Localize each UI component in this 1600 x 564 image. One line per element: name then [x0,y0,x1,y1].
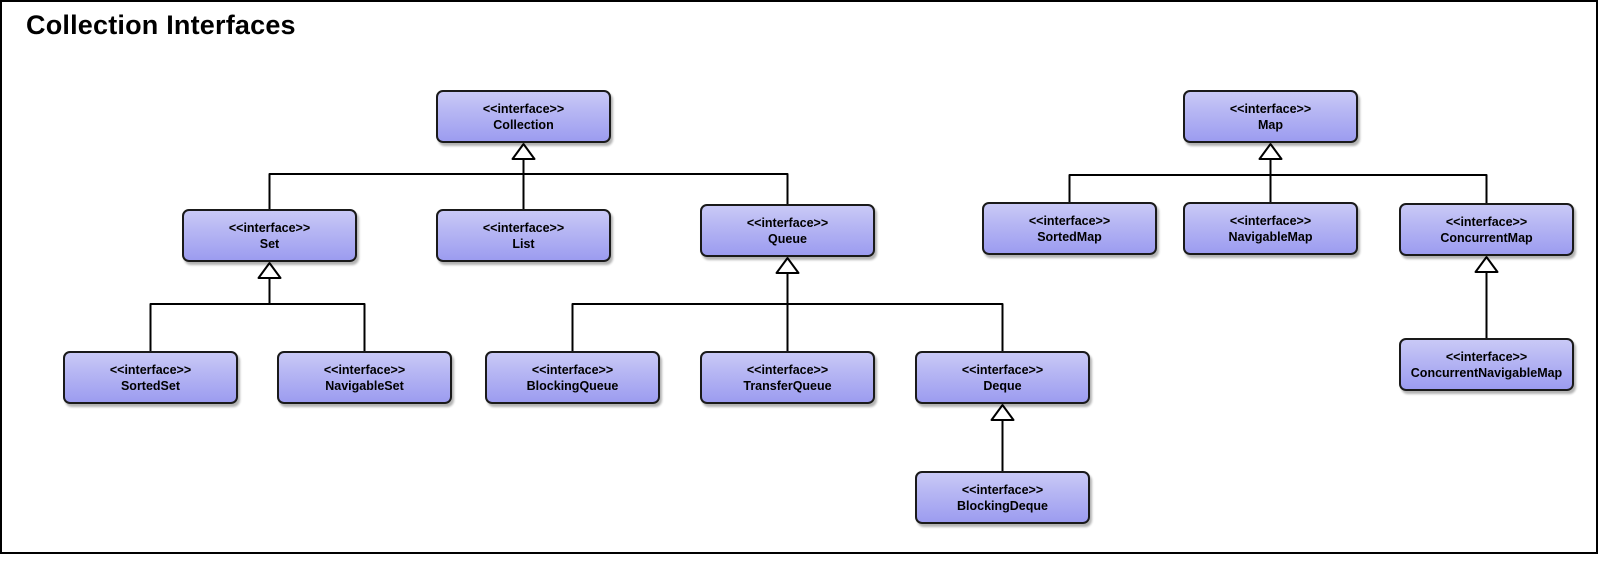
interface-stereotype: <<interface>> [482,101,565,116]
interface-stereotype: <<interface>> [1229,101,1312,116]
interface-stereotype: <<interface>> [323,362,406,377]
interface-name: BlockingDeque [957,498,1048,513]
interface-name: Deque [983,378,1022,393]
interface-stereotype: <<interface>> [531,362,614,377]
interface-name: TransferQueue [743,378,832,393]
interface-stereotype: <<interface>> [746,215,829,230]
inheritance-edge-set [149,278,366,351]
generalization-arrowhead-icon-deque [990,404,1015,421]
interface-node-deque[interactable]: <<interface>> Deque [915,351,1090,404]
interface-node-sortedmap[interactable]: <<interface>> SortedMap [982,202,1157,255]
interface-stereotype: <<interface>> [1229,213,1312,228]
interface-node-collection[interactable]: <<interface>> Collection [436,90,611,143]
interface-name: ConcurrentMap [1440,230,1533,245]
interface-name: BlockingQueue [526,378,619,393]
generalization-arrowhead-icon-concurrentmap [1474,256,1499,273]
diagram-title: Collection Interfaces [26,10,296,40]
interface-node-blockingdeque[interactable]: <<interface>> BlockingDeque [915,471,1090,524]
interface-node-transferqueue[interactable]: <<interface>> TransferQueue [700,351,875,404]
interface-stereotype: <<interface>> [1445,214,1528,229]
interface-name: NavigableSet [325,378,404,393]
interface-node-queue[interactable]: <<interface>> Queue [700,204,875,257]
generalization-arrowhead-icon-collection [511,143,536,160]
interface-node-list[interactable]: <<interface>> List [436,209,611,262]
interface-stereotype: <<interface>> [746,362,829,377]
interface-stereotype: <<interface>> [1445,349,1528,364]
interface-node-concurrentnavigablemap[interactable]: <<interface>> ConcurrentNavigableMap [1399,338,1574,391]
interface-name: Map [1258,117,1283,132]
interface-stereotype: <<interface>> [961,482,1044,497]
inheritance-edge-queue [571,273,1004,351]
interface-node-set[interactable]: <<interface>> Set [182,209,357,262]
interface-name: SortedMap [1037,229,1102,244]
interface-name: Queue [768,231,807,246]
interface-name: List [512,236,535,251]
interface-stereotype: <<interface>> [228,220,311,235]
inheritance-edge-map [1068,159,1488,203]
interface-node-map[interactable]: <<interface>> Map [1183,90,1358,143]
interface-node-navigablemap[interactable]: <<interface>> NavigableMap [1183,202,1358,255]
inheritance-edge-collection [268,159,789,209]
interface-stereotype: <<interface>> [482,220,565,235]
generalization-arrowhead-icon-map [1258,143,1283,160]
interface-stereotype: <<interface>> [109,362,192,377]
generalization-arrowhead-icon-queue [775,257,800,274]
interface-node-blockingqueue[interactable]: <<interface>> BlockingQueue [485,351,660,404]
interface-stereotype: <<interface>> [1028,213,1111,228]
interface-name: NavigableMap [1228,229,1313,244]
interface-name: Set [259,236,280,251]
interface-stereotype: <<interface>> [961,362,1044,377]
generalization-arrowhead-icon-set [257,262,282,279]
interface-node-navigableset[interactable]: <<interface>> NavigableSet [277,351,452,404]
interface-node-concurrentmap[interactable]: <<interface>> ConcurrentMap [1399,203,1574,256]
interface-name: SortedSet [120,378,181,393]
interface-name: Collection [493,117,554,132]
interface-node-sortedset[interactable]: <<interface>> SortedSet [63,351,238,404]
interface-name: ConcurrentNavigableMap [1410,365,1563,380]
